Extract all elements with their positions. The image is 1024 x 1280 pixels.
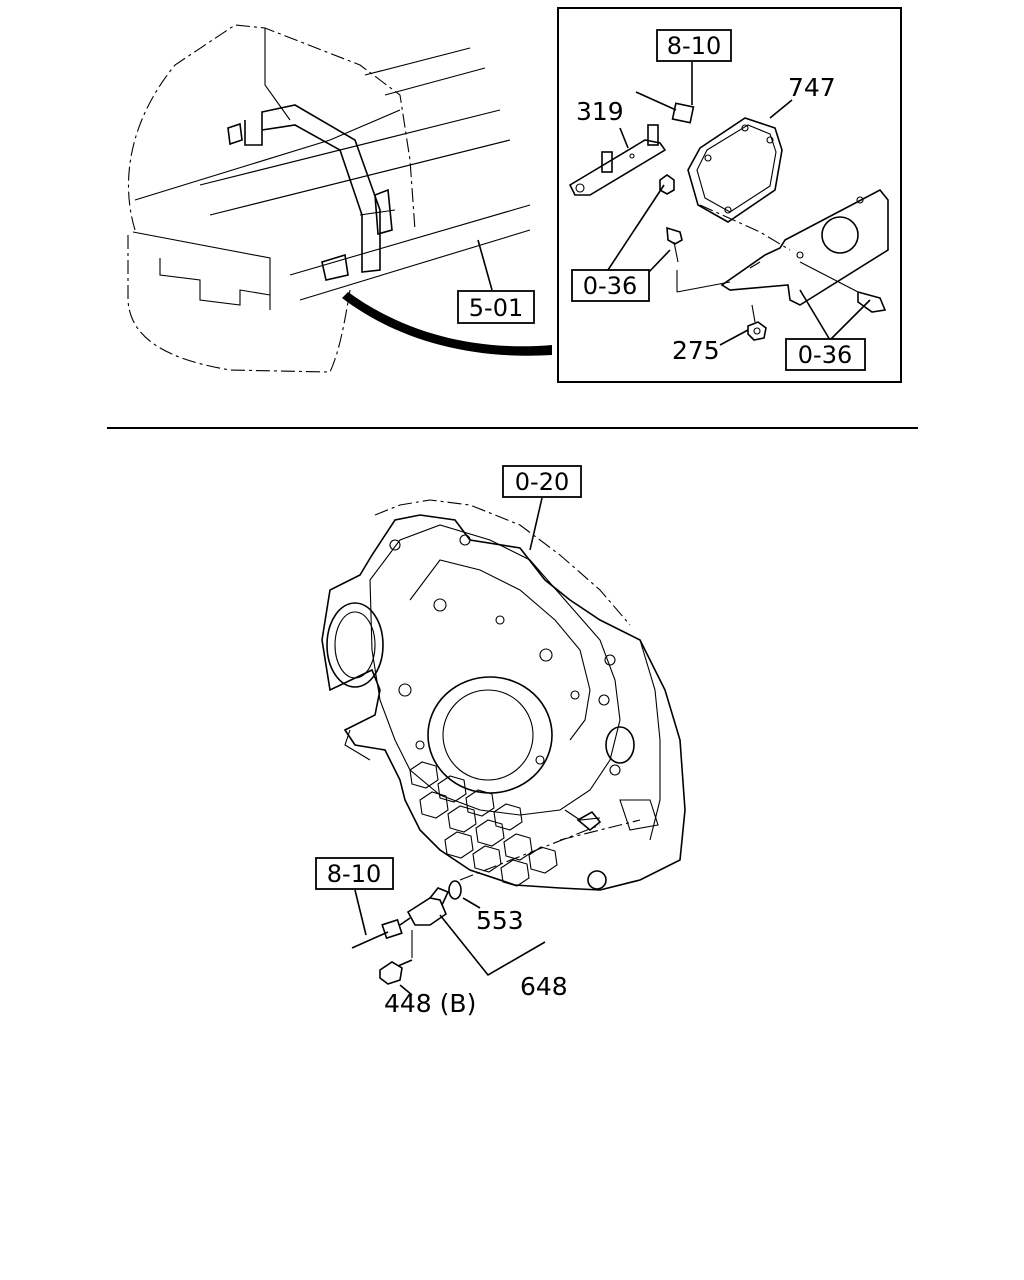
housing-ref-box (502, 465, 582, 498)
inset-frame (557, 7, 902, 383)
flywheel-housing-drawing (321, 497, 686, 891)
inset-parts-drawing (568, 62, 889, 346)
part-oring-label: 553 (476, 906, 524, 935)
cab-ref-label: 5-01 (469, 294, 523, 322)
part-bolt-label: 448 (B) (384, 989, 476, 1018)
honeycomb-ribs (409, 761, 558, 887)
part-nut-label: 275 (672, 336, 720, 365)
crank-sensor-assembly-drawing (351, 880, 546, 996)
inset-bolt-ref-right-box (785, 338, 866, 371)
inset-connector-ref-box (656, 29, 732, 62)
bolt-icon (379, 961, 403, 985)
part-ecm-label: 747 (788, 73, 836, 102)
cab-ref-box (457, 290, 535, 324)
part-bracket-plate-label: 319 (576, 97, 624, 126)
housing-ref-label: 0-20 (515, 468, 569, 496)
sensor-body-icon (406, 897, 447, 926)
sensor-connector-ref-box (315, 857, 394, 890)
inset-bolt-ref-right-label: 0-36 (798, 341, 852, 369)
part-sensor-label: 648 (520, 972, 568, 1001)
sensor-connector-icon (381, 918, 403, 940)
inset-bolt-ref-left-label: 0-36 (583, 272, 637, 300)
truck-cab-drawing (127, 24, 552, 373)
inset-bolt-ref-left-box (571, 269, 650, 302)
o-ring-icon (448, 880, 462, 900)
sensor-connector-ref-label: 8-10 (327, 860, 381, 888)
connector-plug-icon (671, 102, 695, 124)
inset-connector-ref-label: 8-10 (667, 32, 721, 60)
